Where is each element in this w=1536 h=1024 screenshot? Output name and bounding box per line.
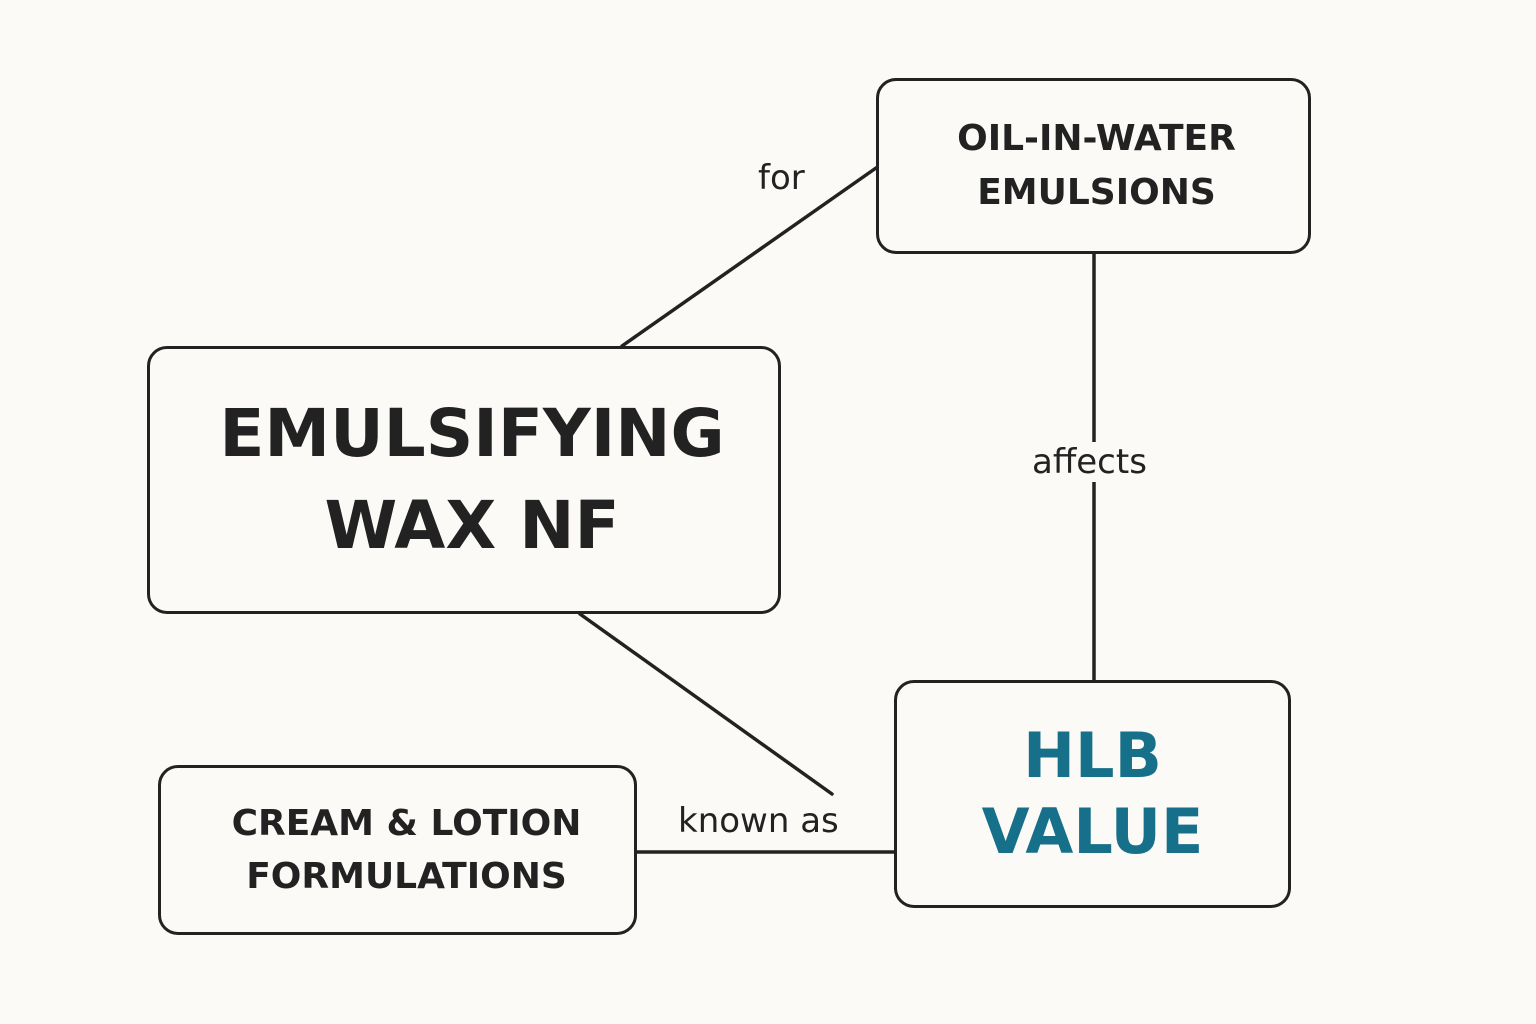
edge-main-to-oil: [620, 166, 878, 348]
node-hlb-value-line2: VALUE: [981, 795, 1204, 868]
node-emulsifying-wax-line1: EMULSIFYING: [219, 395, 725, 472]
node-hlb-value: HLB VALUE: [894, 680, 1291, 908]
node-oil-in-water-line2: EMULSIONS: [977, 172, 1216, 213]
node-emulsifying-wax: EMULSIFYING WAX NF: [147, 346, 781, 614]
edge-label-known-as: known as: [678, 801, 839, 841]
node-cream-lotion: CREAM & LOTION FORMULATIONS: [158, 765, 637, 935]
node-emulsifying-wax-line2: WAX NF: [324, 487, 620, 564]
edge-label-affects: affects: [1026, 442, 1153, 482]
node-cream-lotion-line1: CREAM & LOTION: [231, 803, 582, 844]
node-hlb-value-line1: HLB: [1023, 719, 1162, 792]
node-cream-lotion-line2: FORMULATIONS: [246, 856, 567, 897]
node-oil-in-water-line1: OIL-IN-WATER: [957, 118, 1236, 159]
node-oil-in-water: OIL-IN-WATER EMULSIONS: [876, 78, 1311, 254]
edge-label-for: for: [758, 158, 805, 198]
edge-main-to-hlb: [578, 612, 834, 796]
